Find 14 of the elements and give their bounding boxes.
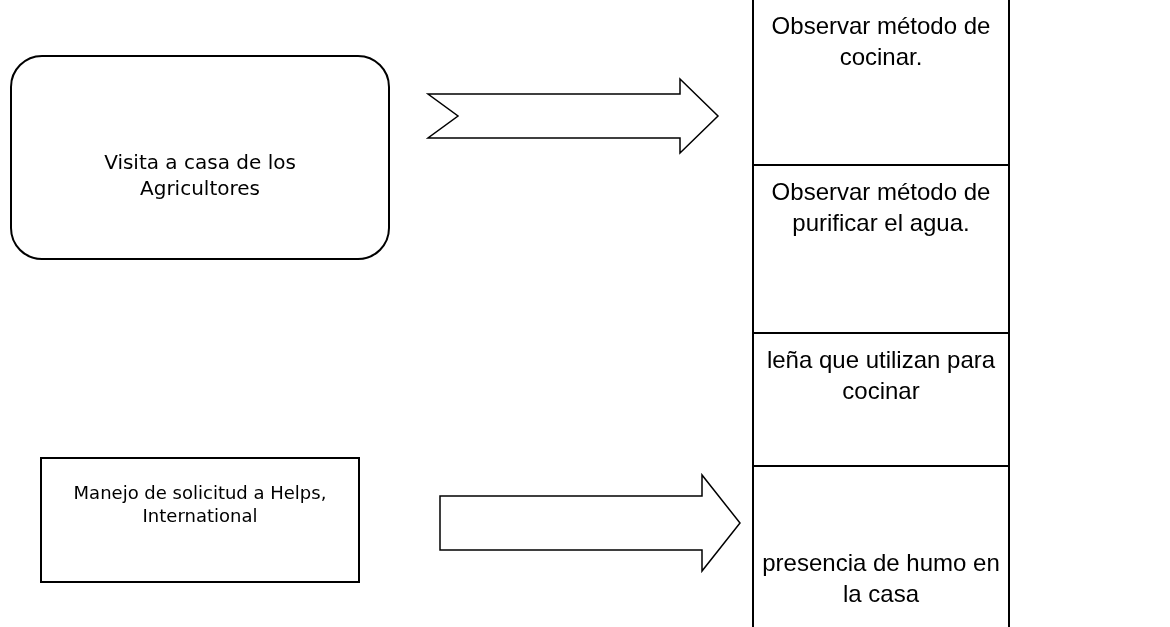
- block-arrow: [439, 472, 741, 574]
- list-box: [752, 164, 1010, 334]
- process-box: [40, 457, 360, 583]
- node-text: Observar método de cocinar.: [770, 11, 992, 73]
- node-text: leña que utilizan para cocinar: [765, 345, 997, 407]
- rounded-box: [10, 55, 390, 260]
- list-box: [752, 332, 1010, 467]
- node-text: Observar método de purificar el agua.: [770, 177, 992, 239]
- node-text: Visita a casa de los Agricultores: [103, 149, 297, 201]
- list-box: [752, 0, 1010, 166]
- node-text: Manejo de solicitud a Helps, International: [72, 481, 328, 528]
- node-text: presencia de humo en la casa: [761, 548, 1001, 610]
- block-arrow: [425, 77, 720, 155]
- list-box: [752, 465, 1010, 627]
